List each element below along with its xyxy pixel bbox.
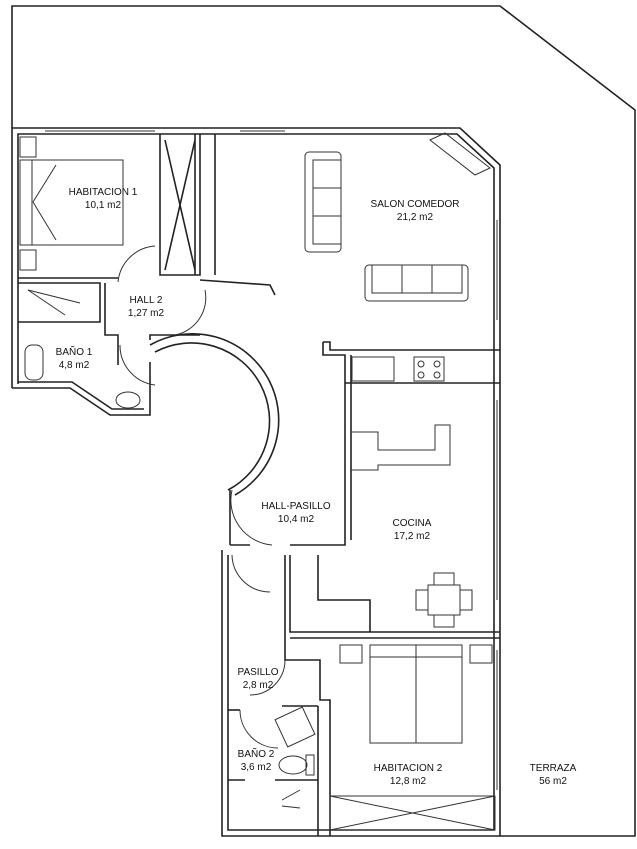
room-label-habitacion-2: HABITACION 2 12,8 m2 [374, 762, 443, 788]
room-label-salon-comedor: SALON COMEDOR 21,2 m2 [371, 198, 460, 224]
room-area: 10,1 m2 [84, 200, 122, 211]
room-label-pasillo: PASILLO 2,8 m2 [238, 666, 279, 692]
room-area: 56 m2 [539, 776, 567, 787]
interior-walls [18, 134, 500, 836]
room-name: COCINA [392, 518, 432, 529]
room-area: 21,2 m2 [396, 212, 434, 223]
room-area: 3,6 m2 [240, 762, 272, 773]
room-area: 1,27 m2 [127, 308, 165, 319]
windows [45, 130, 498, 790]
room-name: HABITACION 1 [68, 187, 138, 198]
room-name: TERRAZA [529, 763, 577, 774]
room-label-bano-1: BAÑO 1 4,8 m2 [56, 346, 93, 372]
room-area: 4,8 m2 [58, 360, 90, 371]
room-name: BAÑO 1 [55, 347, 93, 358]
doors [117, 245, 286, 749]
room-name: PASILLO [237, 667, 279, 678]
room-name: HABITACION 2 [373, 763, 443, 774]
room-area: 12,8 m2 [389, 776, 427, 787]
room-label-habitacion-1: HABITACION 1 10,1 m2 [69, 186, 138, 212]
room-label-cocina: COCINA 17,2 m2 [393, 517, 432, 543]
room-label-terraza: TERRAZA 56 m2 [530, 762, 577, 788]
room-name: HALL-PASILLO [261, 501, 331, 512]
exterior-walls [11, 127, 501, 837]
room-label-hall-2: HALL 2 1,27 m2 [128, 294, 164, 320]
room-name: HALL 2 [129, 295, 163, 306]
terrace-outline [11, 5, 636, 837]
furniture [19, 132, 496, 831]
room-area: 17,2 m2 [393, 531, 431, 542]
room-name: BAÑO 2 [237, 749, 275, 760]
room-area: 10,4 m2 [277, 514, 315, 525]
room-label-bano-2: BAÑO 2 3,6 m2 [238, 748, 275, 774]
room-name: SALON COMEDOR [370, 199, 460, 210]
room-area: 2,8 m2 [242, 680, 274, 691]
room-label-hall-pasillo: HALL-PASILLO 10,4 m2 [261, 500, 330, 526]
